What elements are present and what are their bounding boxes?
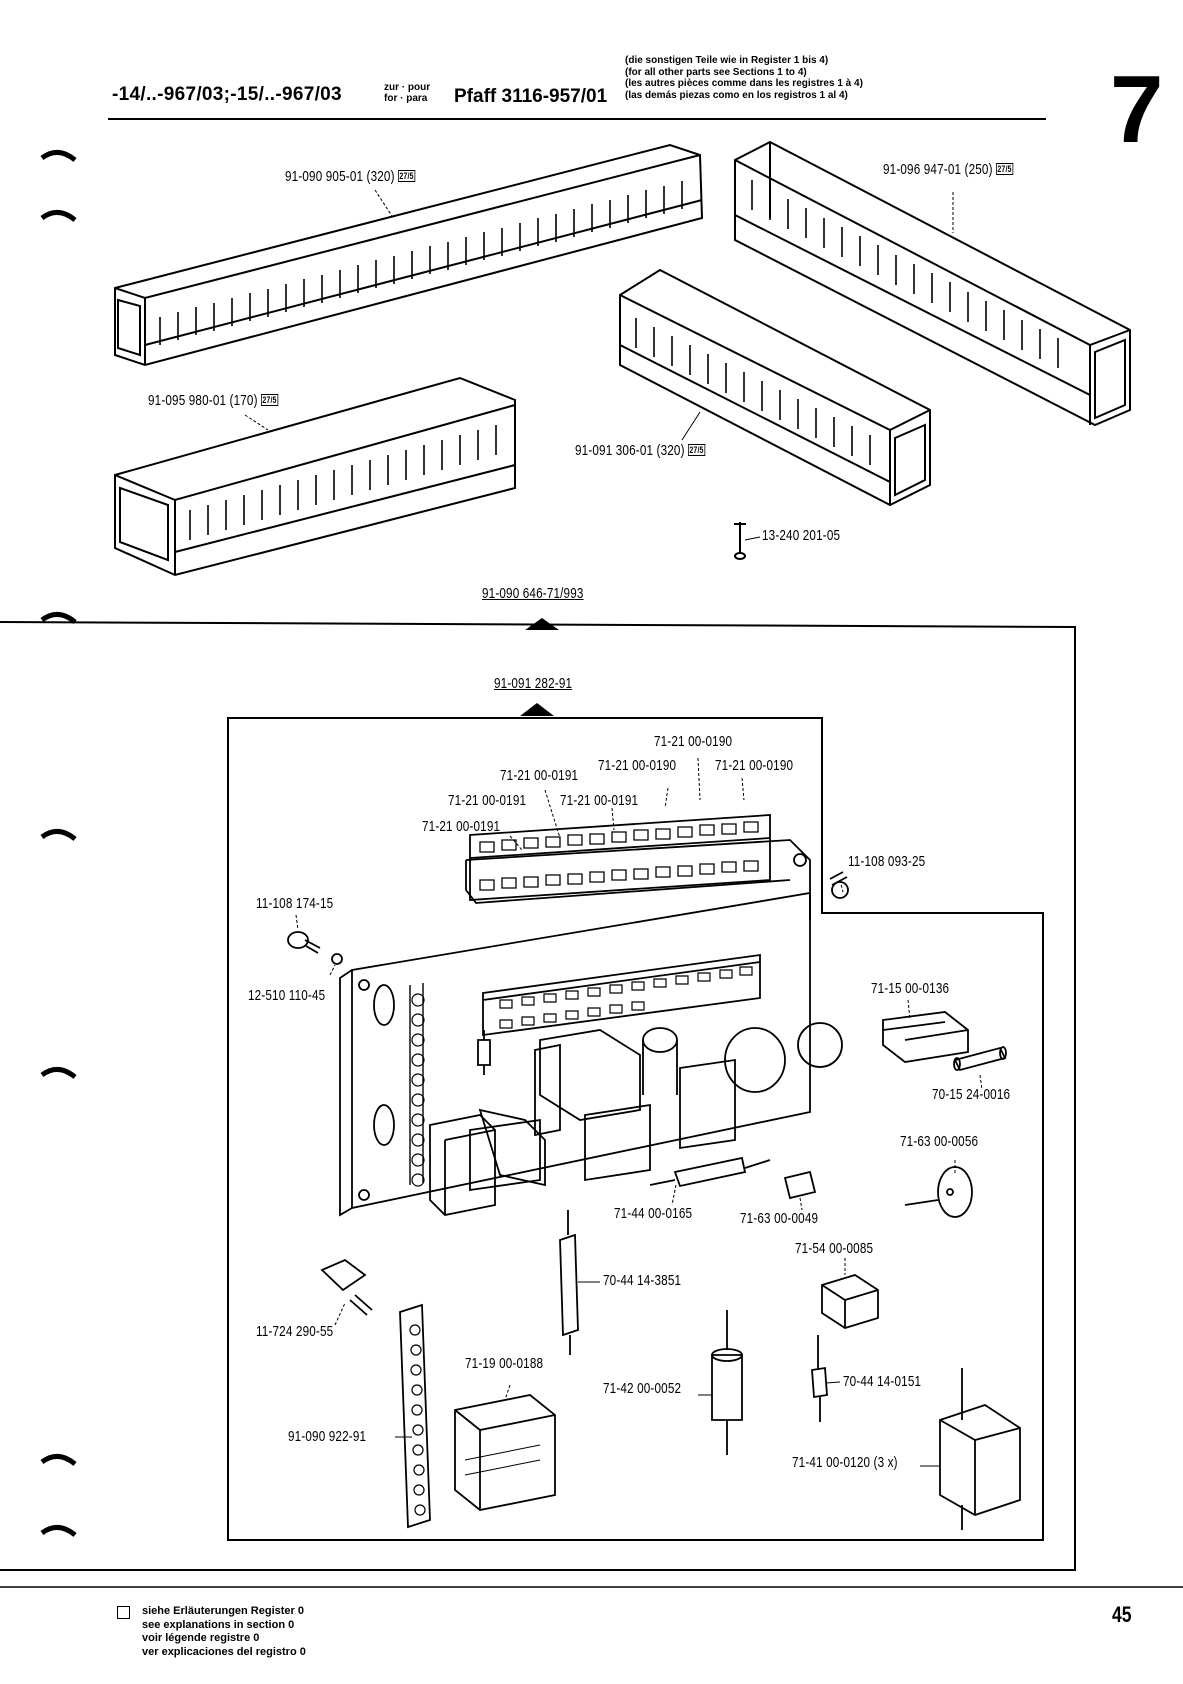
model-numbers: -14/..-967/03;-15/..-967/03 bbox=[112, 84, 342, 105]
legend-box-icon bbox=[117, 1606, 130, 1619]
part-label: 71-21 00-0190 bbox=[598, 757, 677, 774]
subassembly-label: 91-091 282-91 bbox=[494, 675, 573, 692]
part-label: 11-108 174-15 bbox=[256, 895, 334, 912]
footer-line: siehe Erläuterungen Register 0 bbox=[142, 1605, 304, 1617]
buzzer bbox=[937, 1166, 973, 1218]
part-label: 71-21 00-0190 bbox=[715, 757, 794, 774]
zur-pour-label: zur · pour for · para bbox=[384, 82, 430, 104]
part-label: 91-095 980-01 (170)27/5 bbox=[148, 392, 279, 409]
for-para: for · para bbox=[384, 93, 428, 104]
spacer-bolt bbox=[320, 1258, 367, 1292]
washer bbox=[331, 953, 343, 965]
part-label: 12-510 110-45 bbox=[248, 987, 326, 1004]
fuse-holder bbox=[882, 1011, 969, 1063]
binder-mark bbox=[40, 210, 77, 222]
header-rule bbox=[108, 118, 1046, 120]
cable-duct-3 bbox=[114, 376, 516, 577]
part-label: 71-21 00-0191 bbox=[500, 767, 579, 784]
inner-frame bbox=[227, 717, 1044, 1541]
machine-title: Pfaff 3116-957/01 bbox=[454, 86, 608, 107]
screw-11-108-174-15 bbox=[287, 931, 321, 954]
footer-line: voir légende registre 0 bbox=[142, 1632, 260, 1644]
part-label: 91-091 306-01 (320)27/5 bbox=[575, 442, 706, 459]
binder-mark bbox=[40, 1525, 77, 1537]
part-label: 71-19 00-0188 bbox=[465, 1355, 544, 1372]
pin-head bbox=[734, 552, 746, 560]
footer-line: ver explicaciones del registro 0 bbox=[142, 1645, 306, 1658]
note-en: (for all other parts see Sections 1 to 4… bbox=[625, 66, 807, 78]
part-label: 91-090 922-91 bbox=[288, 1428, 367, 1445]
relay-71-19 bbox=[454, 1394, 556, 1511]
part-label: 70-44 14-3851 bbox=[603, 1272, 682, 1289]
reference-symbol: 27/5 bbox=[995, 163, 1014, 175]
zur-pour: zur · pour bbox=[384, 82, 431, 93]
part-label: 71-21 00-0191 bbox=[560, 792, 639, 809]
resistor-block bbox=[673, 1156, 747, 1188]
part-label: 71-44 00-0165 bbox=[614, 1205, 693, 1222]
cable-duct-4 bbox=[619, 268, 931, 507]
diode bbox=[811, 1366, 828, 1399]
screw-11-108-093-25 bbox=[829, 871, 849, 899]
note-es: (las demás piezas como en los registros … bbox=[625, 89, 848, 101]
capacitor-block bbox=[939, 1404, 1021, 1516]
part-label: 71-42 00-0052 bbox=[603, 1380, 682, 1397]
part-label: 70-15 24-0016 bbox=[932, 1086, 1011, 1103]
small-component bbox=[783, 1170, 817, 1200]
binder-mark bbox=[40, 1454, 77, 1466]
part-label: 13-240 201-05 bbox=[762, 527, 841, 544]
footer-line: see explanations in section 0 bbox=[142, 1618, 295, 1631]
terminal-board bbox=[465, 814, 811, 920]
assembly-label: 91-090 646-71/993 bbox=[482, 585, 584, 602]
fuse bbox=[953, 1046, 1007, 1072]
page-number: 45 bbox=[1112, 1602, 1132, 1627]
note-de: (die sonstigen Teile wie in Register 1 b… bbox=[625, 55, 829, 66]
part-label: 71-21 00-0191 bbox=[448, 792, 527, 809]
pin-part bbox=[734, 522, 746, 554]
part-label: 71-15 00-0136 bbox=[871, 980, 950, 997]
part-label: 11-108 093-25 bbox=[848, 853, 926, 870]
reference-symbol: 27/5 bbox=[397, 170, 416, 182]
part-label: 71-63 00-0049 bbox=[740, 1210, 819, 1227]
footer-notes: siehe Erläuterungen Register 0 see expla… bbox=[142, 1605, 306, 1659]
part-label: 71-54 00-0085 bbox=[795, 1240, 874, 1257]
binder-mark bbox=[40, 1067, 77, 1079]
part-label: 71-21 00-0191 bbox=[422, 818, 501, 835]
rectifier bbox=[821, 1274, 879, 1329]
part-label: 91-096 947-01 (250)27/5 bbox=[883, 161, 1014, 178]
binder-mark bbox=[40, 829, 77, 841]
terminal-strip bbox=[399, 1303, 431, 1529]
note-fr: (les autres pièces comme dans les regist… bbox=[625, 78, 863, 89]
capacitor bbox=[711, 1354, 743, 1421]
cable-duct-2 bbox=[734, 140, 1131, 427]
arrow-marker bbox=[525, 618, 559, 630]
part-label: 70-44 14-0151 bbox=[843, 1373, 922, 1390]
section-number: 7 bbox=[1110, 56, 1164, 163]
part-label: 71-63 00-0056 bbox=[900, 1133, 979, 1150]
part-label: 71-41 00-0120 (3 x) bbox=[792, 1454, 898, 1471]
main-circuit-board bbox=[339, 891, 843, 1217]
binder-mark bbox=[40, 612, 77, 624]
header-notes: (die sonstigen Teile wie in Register 1 b… bbox=[625, 55, 863, 101]
assembly-frame bbox=[0, 621, 1076, 1571]
cable-duct-1 bbox=[114, 143, 704, 367]
resistor-long bbox=[559, 1233, 579, 1337]
binder-mark bbox=[40, 150, 77, 162]
relay bbox=[429, 1114, 496, 1216]
part-label: 11-724 290-55 bbox=[256, 1323, 334, 1340]
part-label: 71-21 00-0190 bbox=[654, 733, 733, 750]
reference-symbol: 27/5 bbox=[687, 444, 706, 456]
part-label: 91-090 905-01 (320)27/5 bbox=[285, 168, 416, 185]
reference-symbol: 27/5 bbox=[260, 394, 279, 406]
arrow-marker bbox=[520, 703, 554, 716]
